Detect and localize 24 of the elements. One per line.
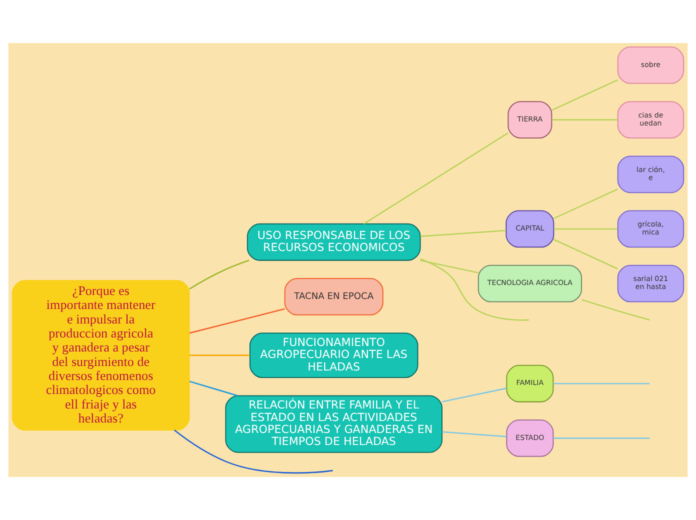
connector	[553, 382, 650, 384]
connector	[189, 260, 250, 290]
connector	[420, 230, 506, 237]
connector	[554, 238, 618, 270]
connector	[554, 188, 618, 220]
connector	[554, 228, 618, 230]
connector	[420, 260, 478, 274]
connector	[552, 79, 618, 111]
connector	[189, 308, 285, 334]
node-box: TACNA EN EPOCA	[284, 278, 384, 316]
connector	[190, 354, 250, 356]
connector	[553, 438, 650, 439]
node-box: USO RESPONSABLE DE LOS RECURSOS ECONOMICOS	[246, 223, 421, 261]
connector	[552, 119, 618, 120]
node-box: FUNCIONAMIENTO AGROPECUARIO ANTE LAS HELADAS	[249, 332, 418, 378]
connector	[582, 299, 650, 321]
connector	[189, 380, 238, 396]
node-box: RELACIÓN ENTRE FAMILIA Y EL ESTADO EN LAS ACTIVIDADES AGROPECUARIAS Y GANADERAS EN TIEMPOS DE HELADAS	[225, 395, 442, 453]
connector	[174, 430, 333, 474]
connector	[442, 431, 506, 438]
node-box: ¿Porque es importante mantener e impulsar la produccion agricola y ganadera a pesar del surgimiento de diversos fenomenos climatologicos como ell friaje y las heladas?	[12, 280, 190, 431]
connector	[420, 258, 529, 321]
connector	[364, 132, 508, 224]
connector	[442, 388, 506, 402]
